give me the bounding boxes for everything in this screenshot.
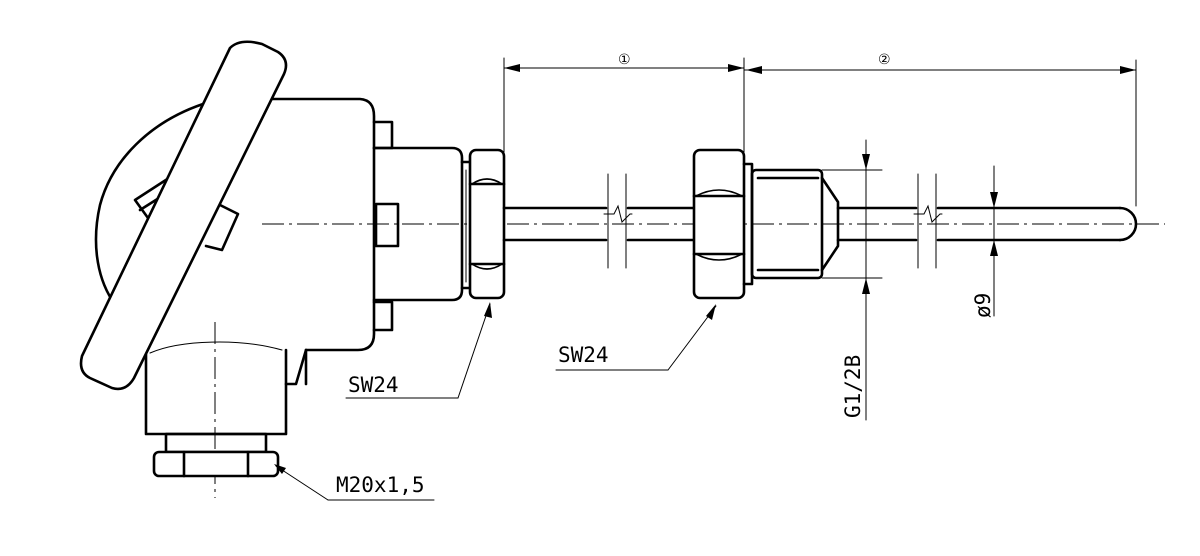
head-round-body [94,102,205,302]
leader-sw24-head [345,302,492,399]
cable-gland [152,432,280,478]
dimension-2 [743,59,1137,207]
head-housing [260,97,376,352]
thread-dimension [821,139,883,421]
hex-nut-head [468,148,506,300]
head-bottom-lug [284,348,308,386]
thread-fitting [742,162,840,286]
head-neck [372,146,464,302]
diameter-label: ø9 [971,293,995,318]
tube-segment-1 [502,173,696,269]
diameter-dimension [990,165,998,317]
head-lid [79,40,288,391]
dim-1-label: ① [618,52,631,68]
head-neck-flange [372,120,394,150]
leader-sw24-fitting [555,304,717,371]
head-neck-window [374,202,400,248]
leader-gland [274,464,435,501]
dimension-1 [503,57,745,153]
gland-boss [144,348,288,436]
dim-2-label: ② [878,52,891,68]
head-neck-flange-lower [372,300,394,332]
sw24-head-label: SW24 [348,373,399,397]
head-lug [204,198,240,252]
sw24-fitting-label: SW24 [558,343,609,367]
gland-label: M20x1,5 [336,473,425,497]
hex-nut-fitting [692,148,746,300]
tube-segment-2 [836,173,1138,269]
thread-label: G1/2B [841,355,865,418]
